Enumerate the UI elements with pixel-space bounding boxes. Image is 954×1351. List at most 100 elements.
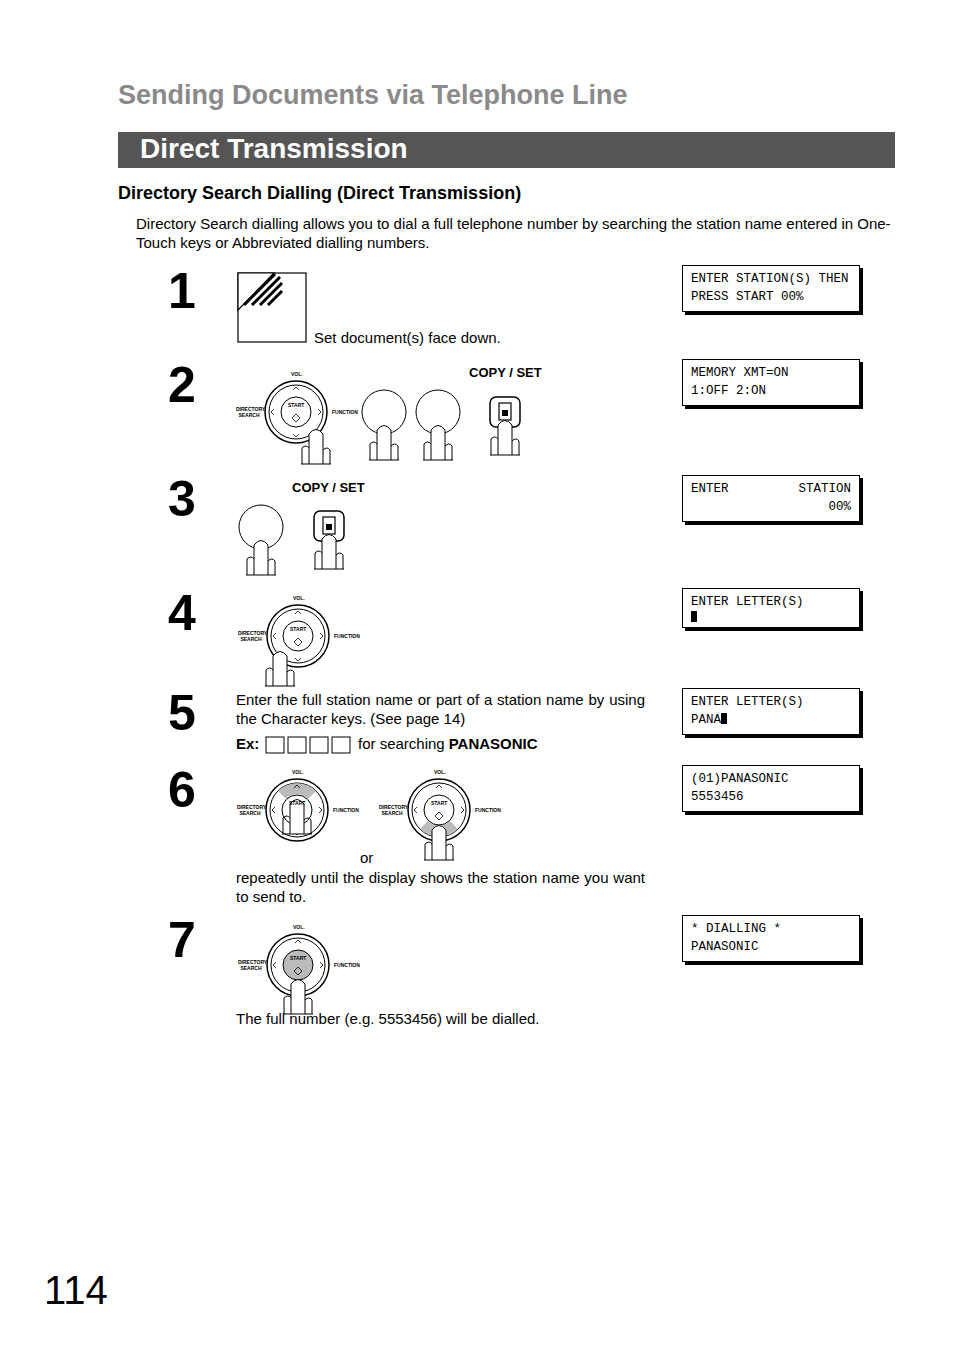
pressing-finger — [377, 426, 391, 461]
pressing-finger — [370, 442, 398, 460]
pad-label: FUNCTION — [334, 963, 360, 969]
pad-label: DIRECTORY SEARCH — [379, 805, 405, 816]
sub-heading: Directory Search Dialling (Direct Transm… — [118, 183, 521, 204]
lcd-text: ENTER LETTER(S) PANA — [691, 695, 804, 727]
lcd-lines: ENTER STATION(S) THEN PRESS START 00% — [691, 270, 849, 306]
drawing-stroke — [246, 575, 276, 576]
control-pad — [270, 783, 324, 837]
pressing-finger — [247, 557, 275, 575]
text-cursor — [691, 611, 697, 622]
start-symbol — [294, 967, 302, 975]
pad-label: VOL. — [293, 925, 305, 931]
pressing-finger — [432, 826, 446, 861]
character-key — [266, 737, 284, 753]
pad-label: VOL. — [293, 596, 305, 602]
character-key — [288, 737, 306, 753]
lcd-lines: MEMORY XMT=ON 1:OFF 2:ON — [691, 364, 796, 400]
step-number: 1 — [168, 266, 196, 316]
arrow-marks — [272, 785, 322, 835]
pressing-finger — [266, 668, 294, 686]
pressing-finger — [498, 421, 512, 456]
pad-label: DIRECTORY SEARCH — [238, 960, 264, 971]
lcd-display: ENTER STATION 00% — [682, 475, 860, 522]
drawing-stroke — [490, 455, 520, 456]
character-key — [332, 737, 350, 753]
arrow-marks — [271, 387, 321, 437]
step-number: 5 — [168, 688, 196, 738]
pressing-finger — [491, 437, 519, 455]
start-button — [283, 621, 313, 651]
lcd-display: (01)PANASONIC 5553456 — [682, 765, 860, 812]
key-label: COPY / SET — [292, 480, 365, 495]
step-text: or — [360, 849, 373, 866]
lcd-lines: ENTER STATION 00% — [691, 480, 851, 516]
pressing-finger — [302, 446, 330, 464]
section-band: Direct Transmission — [118, 132, 895, 168]
step-text: for searching — [358, 735, 445, 752]
lcd-text: ENTER STATION(S) THEN PRESS START 00% — [691, 272, 849, 304]
pressing-finger — [254, 541, 268, 576]
lcd-text: MEMORY XMT=ON 1:OFF 2:ON — [691, 366, 789, 398]
step-number: 3 — [168, 474, 196, 524]
lcd-text: ENTER LETTER(S) — [691, 595, 804, 609]
step-number: 7 — [168, 915, 196, 965]
pressing-finger — [283, 816, 311, 834]
step-number: 6 — [168, 765, 196, 815]
step-text: The full number (e.g. 5553456) will be d… — [236, 1010, 540, 1027]
document-icon — [238, 273, 306, 342]
page-number: 114 — [44, 1268, 108, 1312]
lcd-display: ENTER LETTER(S) — [682, 588, 860, 628]
example-label: Ex: — [236, 735, 259, 752]
copy-set-icon — [323, 517, 335, 534]
step-text: Enter the full station name or part of a… — [236, 690, 645, 728]
lcd-display: ENTER LETTER(S) PANA — [682, 688, 860, 735]
pressing-finger — [291, 980, 305, 1015]
lcd-display: ENTER STATION(S) THEN PRESS START 00% — [682, 265, 860, 312]
step-number: 4 — [168, 588, 196, 638]
drawing-stroke — [424, 860, 454, 861]
pressing-finger — [322, 535, 336, 570]
pad-label: DIRECTORY SEARCH — [238, 631, 264, 642]
lcd-lines: (01)PANASONIC 5553456 — [691, 770, 796, 806]
lcd-text: * DIALLING * PANASONIC — [691, 922, 781, 954]
copy-set-icon — [326, 524, 332, 530]
pad-label: START — [290, 627, 306, 633]
pad-label: FUNCTION — [475, 808, 501, 814]
control-pad — [266, 779, 328, 841]
lcd-lines: * DIALLING * PANASONIC — [691, 920, 789, 956]
drawing-stroke — [301, 464, 331, 465]
lcd-lines: ENTER LETTER(S) PANA — [691, 693, 811, 729]
pad-label: DIRECTORY SEARCH — [236, 407, 262, 418]
pad-label: FUNCTION — [334, 634, 360, 640]
pressing-finger — [431, 426, 445, 461]
start-button — [424, 795, 454, 825]
drawing-stroke — [265, 686, 295, 687]
key-label: COPY / SET — [469, 365, 542, 380]
example-name: PANASONIC — [449, 735, 538, 752]
pad-label: START — [289, 801, 305, 807]
step-number: 2 — [168, 360, 196, 410]
pressing-finger — [425, 842, 453, 860]
drawing-stroke — [369, 460, 399, 461]
pad-label: START — [288, 403, 304, 409]
start-symbol — [435, 812, 443, 820]
pad-label: START — [290, 956, 306, 962]
start-button — [281, 397, 311, 427]
page-title: Sending Documents via Telephone Line — [118, 80, 628, 111]
pad-label: VOL. — [434, 770, 446, 776]
pad-label: DIRECTORY SEARCH — [237, 805, 263, 816]
pressing-finger — [273, 652, 287, 687]
start-symbol — [294, 638, 302, 646]
start-symbol — [292, 414, 300, 422]
pressing-finger — [315, 551, 343, 569]
pad-label: VOL. — [292, 770, 304, 776]
lcd-text: ENTER STATION 00% — [691, 480, 851, 516]
intro-paragraph: Directory Search dialling allows you to … — [136, 214, 906, 252]
pad-label: VOL. — [291, 372, 303, 378]
pad-label: FUNCTION — [333, 808, 359, 814]
copy-set-icon — [499, 403, 511, 420]
lcd-display: MEMORY XMT=ON 1:OFF 2:ON — [682, 359, 860, 406]
lcd-display: * DIALLING * PANASONIC — [682, 915, 860, 962]
lcd-lines: ENTER LETTER(S) — [691, 593, 811, 622]
drawing-stroke — [314, 569, 344, 570]
